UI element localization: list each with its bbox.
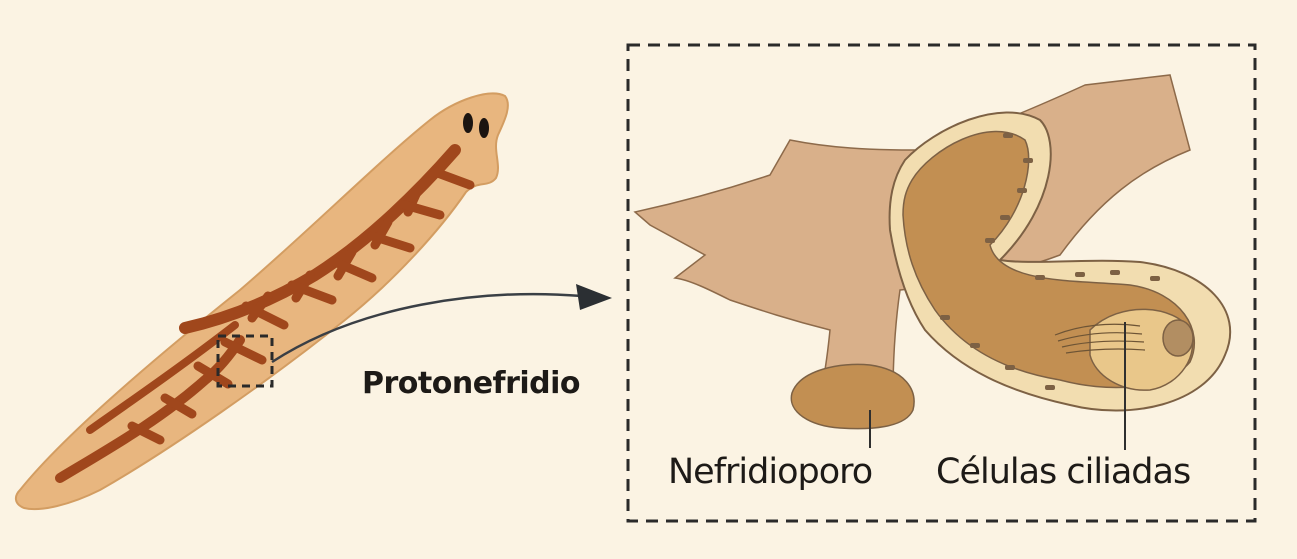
protonephridium-detail <box>635 75 1230 450</box>
arrowhead <box>576 284 612 310</box>
nephridiopore-label: Nefridioporo <box>668 452 872 492</box>
ciliated-cells-label: Células ciliadas <box>936 452 1190 492</box>
nephridiopore <box>791 364 914 428</box>
protonephridium-label: Protonefridio <box>362 366 580 401</box>
flame-cell-nucleus <box>1163 320 1193 356</box>
